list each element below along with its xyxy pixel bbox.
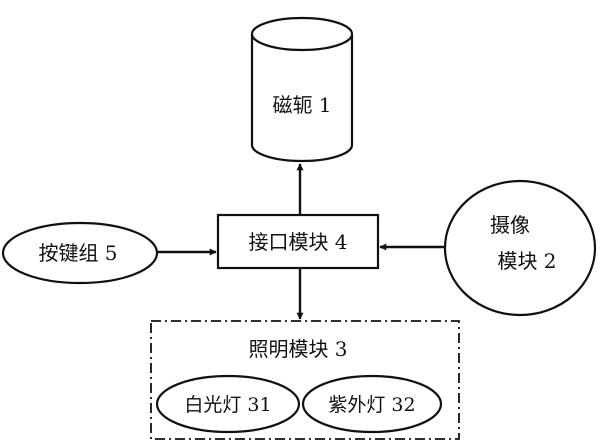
- lighting-module-group: 照明模块 3: [150, 320, 460, 440]
- interface-module-node: 接口模块 4: [216, 213, 380, 270]
- camera-label-line2: 模块 2: [497, 249, 556, 273]
- camera-module-node: 摄像 模块 2: [443, 179, 597, 317]
- white-light-node: 白光灯 31: [155, 374, 301, 434]
- uv-light-node: 紫外灯 32: [301, 374, 443, 434]
- keypad-label: 按键组 5: [38, 241, 117, 265]
- keypad-node: 按键组 5: [1, 221, 159, 285]
- interface-module-label: 接口模块 4: [248, 230, 347, 254]
- disk-label: 磁轭 1: [272, 93, 331, 117]
- uv-light-label: 紫外灯 32: [328, 394, 415, 416]
- lighting-module-label: 照明模块 3: [248, 337, 347, 361]
- camera-label-line1: 摄像: [490, 213, 530, 237]
- white-light-label: 白光灯 31: [184, 394, 271, 416]
- disk-node: 磁轭 1: [250, 16, 354, 163]
